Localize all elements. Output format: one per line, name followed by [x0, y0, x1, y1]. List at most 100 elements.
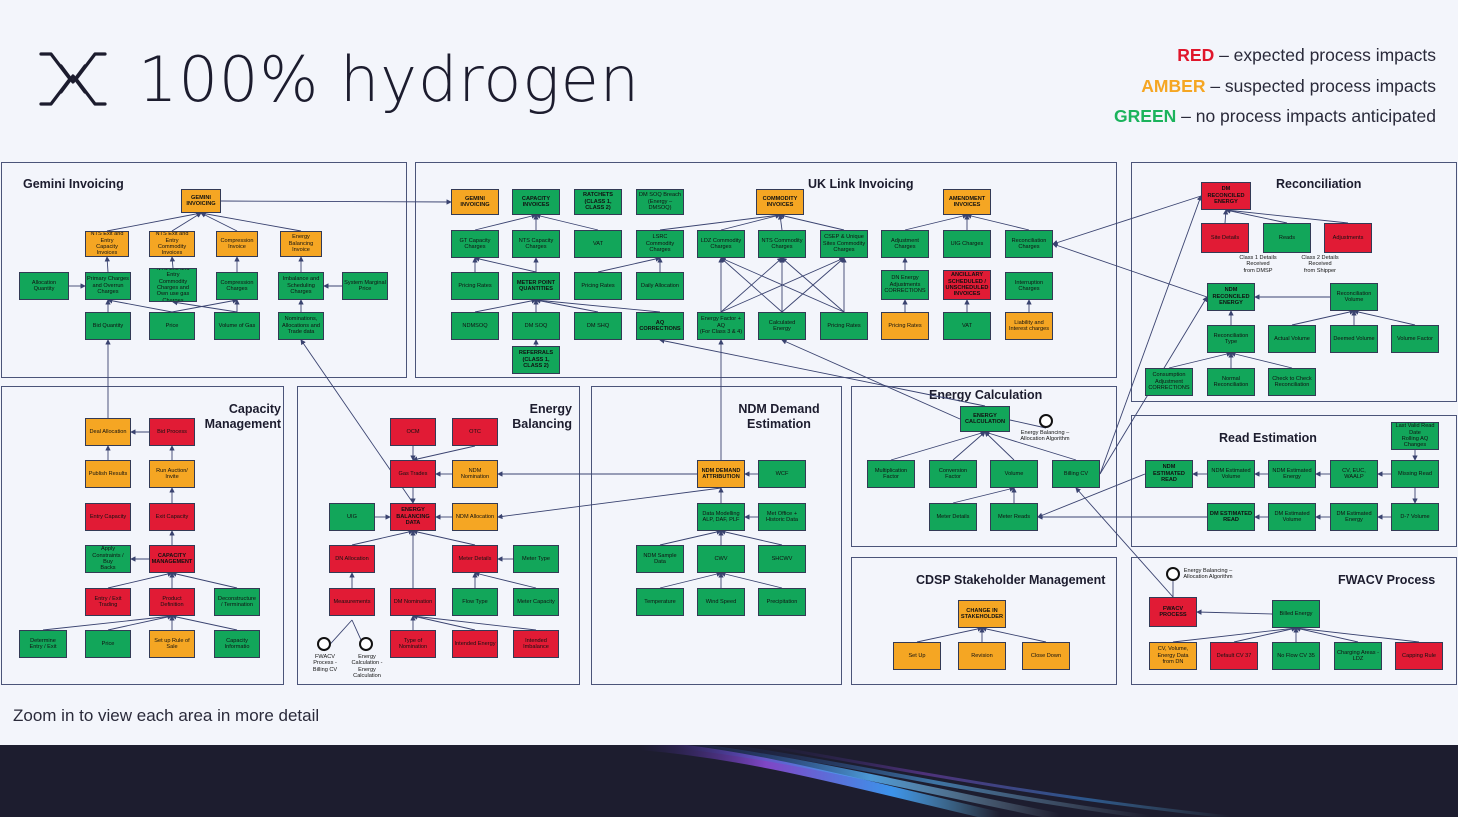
process-box-label: Precipitation	[766, 598, 798, 605]
process-box-cap-mgmt: CAPACITY MANAGEMENT	[149, 545, 195, 573]
process-box-amend-inv: AMENDMENT INVOICES	[943, 189, 991, 215]
process-box-wcf: WCF	[758, 460, 806, 488]
process-box-reads: Reads	[1263, 223, 1311, 253]
process-box-price1: Price	[149, 312, 195, 340]
process-box-label: Adjustment Charges	[891, 237, 919, 250]
process-box-label: Meter Capacity	[517, 598, 555, 605]
process-box-recon-vol: Reconciliation Volume	[1330, 283, 1378, 311]
note-eb-alg-note2: Energy Balancing – Allocation Algorithm	[1183, 568, 1233, 581]
process-box-shcwv: SHCWV	[758, 545, 806, 573]
note-eb-alg-note1: Energy Balancing – Allocation Algorithm	[1020, 430, 1070, 443]
process-box-label: Run Auction/ Invite	[156, 467, 188, 480]
process-box-ndm-sample: NDM Sample Data	[636, 545, 684, 573]
process-box-dm-soq: DM SOQ Breach (Energy – DMSOQ)	[636, 189, 684, 215]
process-box-entry-cap: Entry Capacity	[85, 503, 131, 531]
process-box-cv-vol-energy: CV, Volume, Energy Data from DN	[1149, 642, 1197, 670]
process-box-entry-exit-trade: Entry / Exit Trading	[85, 588, 131, 616]
legend-amber: AMBER – suspected process impacts	[1141, 75, 1436, 96]
process-box-cons-adj: Consumption Adjustment CORRECTIONS	[1145, 368, 1193, 396]
process-box-determine: Determine Entry / Exit	[19, 630, 67, 658]
process-box-normal-recon: Normal Reconciliation	[1207, 368, 1255, 396]
process-box-price2: Price	[85, 630, 131, 658]
process-box-label: NDM RECONCILED ENERGY	[1212, 287, 1250, 307]
process-box-label: DM SOQ Breach (Energy – DMSOQ)	[639, 192, 681, 212]
panel-title-gemini: Gemini Invoicing	[23, 177, 124, 191]
process-box-label: CAPACITY INVOICES	[521, 195, 551, 208]
process-box-energy-factor: Energy Factor + AQ (For Class 3 & 4)	[697, 312, 745, 340]
process-box-calc-energy: Calculated Energy	[758, 312, 806, 340]
process-box-label: Calculated Energy	[768, 319, 796, 332]
process-box-meter-cap: Meter Capacity	[513, 588, 559, 616]
process-box-label: SHCWV	[771, 555, 793, 562]
process-box-run-auction: Run Auction/ Invite	[149, 460, 195, 488]
process-box-nts-com2: NTS Commodity Charges	[758, 230, 806, 258]
process-box-flow-type: Flow Type	[452, 588, 498, 616]
process-box-label: CSEP & Unique Sites Commodity Charges	[822, 234, 866, 254]
process-box-meter-details: Meter Details	[452, 545, 498, 573]
process-box-label: Intended Energy	[454, 640, 496, 647]
process-box-label: D-7 Volume	[1400, 513, 1430, 520]
process-box-label: NDM Estimated Energy	[1272, 467, 1312, 480]
process-box-last-valid: Last Valid Read Date Rolling AQ Changes	[1391, 422, 1439, 450]
process-box-uig: UIG	[329, 503, 375, 531]
process-box-vol-gas: Volume of Gas	[214, 312, 260, 340]
process-box-ndm-recon: NDM RECONCILED ENERGY	[1207, 283, 1255, 311]
process-box-label: Imbalance and Scheduling Charges	[282, 276, 320, 296]
process-box-dm-est-vol: DM Estimated Volume	[1268, 503, 1316, 531]
process-box-dm-recon: DM RECONCILED ENERGY	[1201, 182, 1251, 210]
page-title: 100% hydrogen	[138, 42, 641, 116]
process-box-pricing2: Pricing Rates	[574, 272, 622, 300]
process-box-label: Missing Read	[1398, 470, 1432, 477]
process-box-ldz-com: LDZ Commodity Charges	[697, 230, 745, 258]
process-box-label: Pricing Rates	[888, 322, 922, 329]
process-box-label: Pricing Rates	[827, 322, 861, 329]
process-box-change-stake: CHANGE IN STAKEHOLDER	[958, 600, 1006, 628]
process-box-nts-cap-chg: NTS Capacity Charges	[512, 230, 560, 258]
process-box-close-down: Close Down	[1022, 642, 1070, 670]
process-box-label: ANCILLARY SCHEDULED / UNSCHEDULED INVOIC…	[945, 272, 989, 298]
process-box-ocm: OCM	[390, 418, 436, 446]
process-box-uig-chg: UIG Charges	[943, 230, 991, 258]
process-box-deemed-vol: Deemed Volume	[1330, 325, 1378, 353]
process-box-alloc-qty: Allocation Quantity	[19, 272, 69, 300]
process-box-label: NTS Exit and Entry Commodity Charges and…	[156, 268, 190, 302]
process-box-label: CWV	[714, 555, 728, 562]
process-box-label: UIG Charges	[950, 240, 984, 247]
process-box-gem-inv: GEMINI INVOICING	[181, 189, 221, 213]
process-box-label: Wind Speed	[705, 598, 737, 605]
process-box-label: RATCHETS (CLASS 1, CLASS 2)	[582, 192, 614, 212]
process-box-billed-energy: Billed Energy	[1272, 600, 1320, 628]
legend-red: RED – expected process impacts	[1177, 45, 1436, 65]
process-box-label: NDM Sample Data	[643, 552, 677, 565]
process-box-label: Normal Reconciliation	[1213, 375, 1249, 388]
process-box-label: DM SOQ	[524, 322, 548, 329]
process-box-gas-trades: Gas Trades	[390, 460, 436, 488]
process-box-label: Nominations, Allocations and Trade data	[282, 316, 320, 336]
process-box-ancillary: ANCILLARY SCHEDULED / UNSCHEDULED INVOIC…	[943, 270, 991, 300]
process-box-cv-euc: CV, EUC, WAALP	[1330, 460, 1378, 488]
process-box-label: Exit Capacity	[155, 513, 189, 520]
process-box-label: Check to Check Reconciliation	[1272, 375, 1312, 388]
process-box-label: Volume of Gas	[218, 322, 256, 329]
process-box-label: No Flow CV 35	[1277, 652, 1315, 659]
process-box-capping-rule: Capping Rule	[1395, 642, 1443, 670]
process-box-label: Set up Rule of Sale	[154, 637, 190, 650]
process-box-site-details: Site Details	[1201, 223, 1249, 253]
process-box-met-office: Met Office + Historic Data	[758, 503, 806, 531]
process-box-temperature: Temperature	[636, 588, 684, 616]
process-box-label: Measurements	[333, 598, 371, 605]
process-box-dm-nom: DM Nomination	[390, 588, 436, 616]
zoom-instruction: Zoom in to view each area in more detail	[13, 706, 320, 725]
process-box-nominations: Nominations, Allocations and Trade data	[278, 312, 324, 340]
process-box-label: Bid Process	[157, 428, 187, 435]
process-box-label: Liability and Interest charges	[1008, 319, 1050, 332]
process-box-daily-alloc: Daily Allocation	[636, 272, 684, 300]
process-box-apply-constraints: Apply Constraints / Buy Backs	[85, 545, 131, 573]
process-box-actual-vol: Actual Volume	[1268, 325, 1316, 353]
process-box-ndm-est-vol: NDM Estimated Volume	[1207, 460, 1255, 488]
process-box-mpq: METER POINT QUANTITIES	[512, 272, 560, 300]
process-box-label: GT Capacity Charges	[459, 237, 491, 250]
process-box-ndm-est-energy: NDM Estimated Energy	[1268, 460, 1316, 488]
